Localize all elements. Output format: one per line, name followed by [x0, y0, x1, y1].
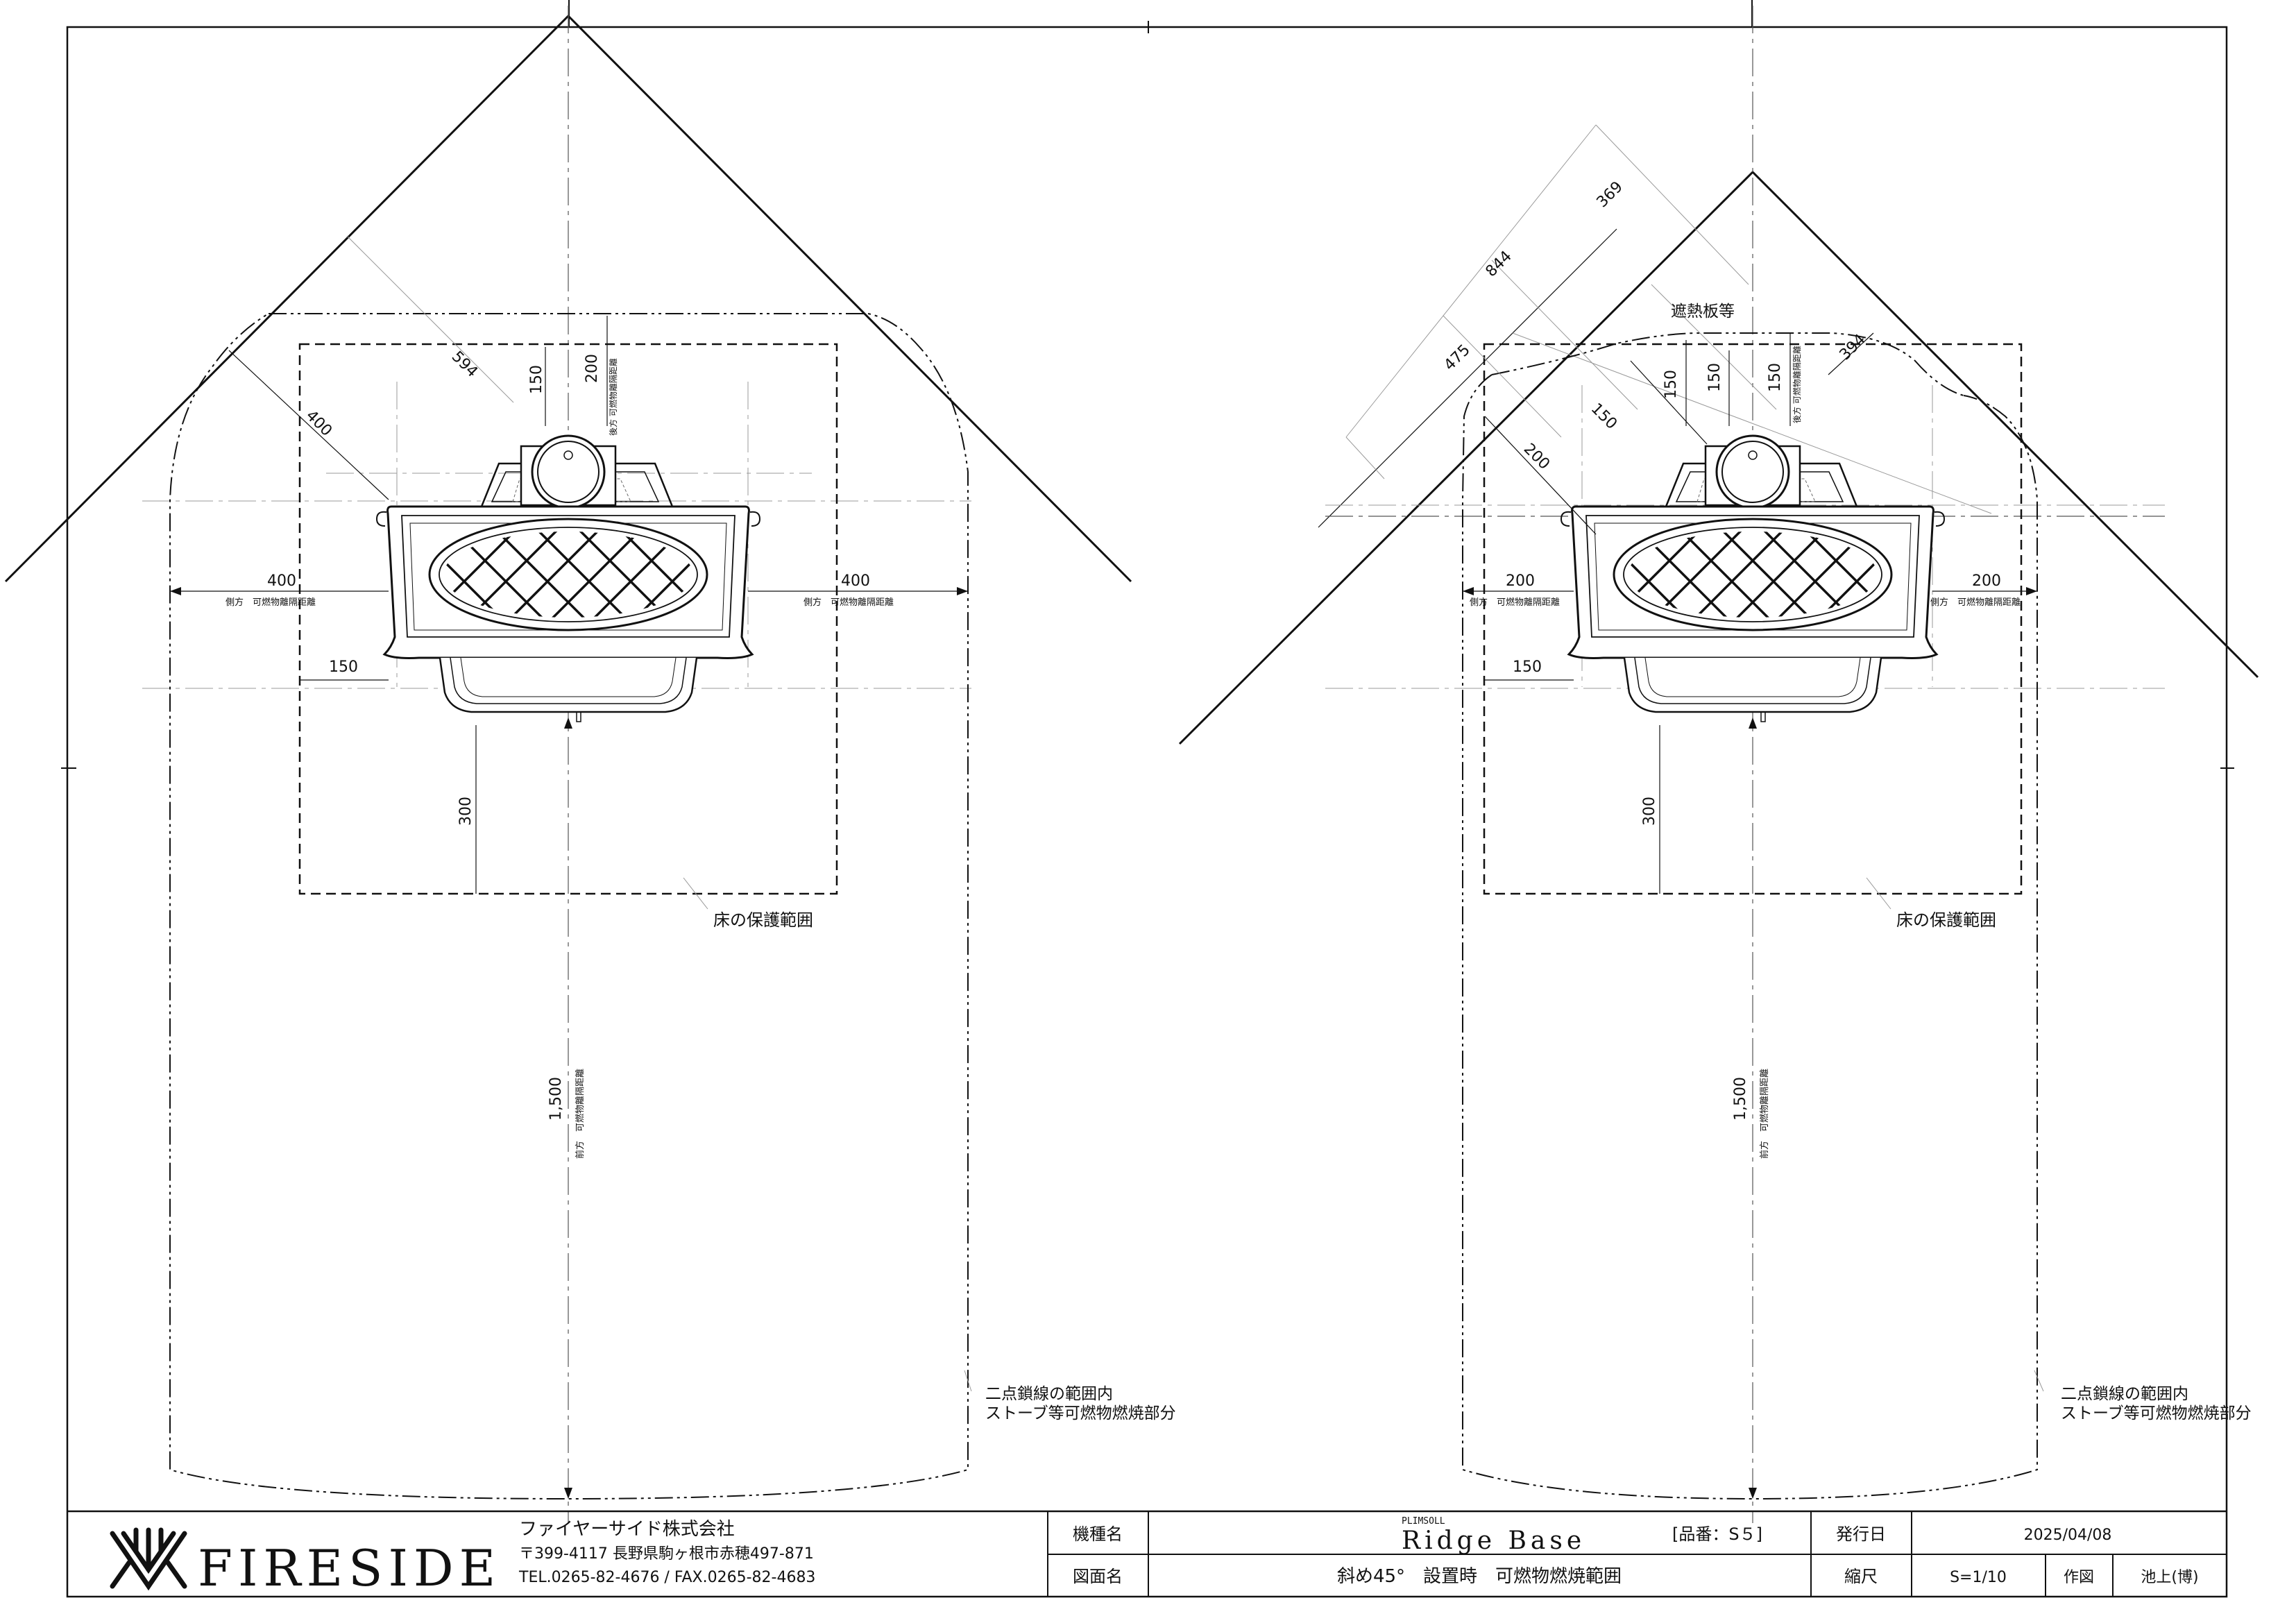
model-brand: PLIMSOLL [1402, 1516, 1445, 1527]
issue-date: 2025/04/08 [2024, 1527, 2112, 1544]
left-view: 594 400 150 200 後方 可燃物離隔距離 400 側方 可燃物離隔距… [4, 6, 1176, 1523]
model-name: Ridge Base [1402, 1527, 1585, 1555]
right-front-note: 前方 可燃物離隔距離 [1759, 1069, 1770, 1159]
right-floor-protection-label: 床の保護範囲 [1896, 910, 1996, 930]
scale-label: 縮尺 [1844, 1567, 1878, 1586]
left-dim-200-rear: 200 [584, 354, 601, 383]
scale-value: S=1/10 [1950, 1569, 2007, 1586]
right-side-note-left: 側方 可燃物離隔距離 [1470, 597, 1560, 608]
drawing-name: 斜め45° 設置時 可燃物燃焼範囲 [1337, 1566, 1622, 1587]
right-dim-200-right: 200 [1972, 572, 2001, 590]
brand-name: FIRESIDE [198, 1539, 501, 1597]
right-dim-300: 300 [1641, 797, 1658, 826]
right-dim-475: 475 [1441, 341, 1474, 374]
right-rear-note: 後方 可燃物離隔距離 [1792, 346, 1802, 423]
left-dim-594: 594 [448, 348, 481, 381]
drafter-label: 作図 [2064, 1569, 2094, 1586]
right-dim-150-a: 150 [1663, 370, 1680, 399]
right-view: 844 369 475 394 200 150 150 150 150 後方 可… [1178, 6, 2259, 1523]
left-floor-protection-label: 床の保護範囲 [713, 910, 813, 930]
right-dim-200-diag: 200 [1520, 441, 1553, 473]
left-dim-1500: 1,500 [547, 1077, 565, 1121]
right-dim-150-b: 150 [1706, 363, 1724, 392]
title-block: FIRESIDE ファイヤーサイド株式会社 〒399-4117 長野県駒ヶ根市赤… [67, 1510, 2227, 1597]
model-label: 機種名 [1073, 1524, 1123, 1544]
left-dim-300: 300 [457, 797, 475, 826]
left-rear-note: 後方 可燃物離隔距離 [608, 358, 618, 436]
right-heat-shield-label: 遮熱板等 [1671, 303, 1735, 321]
right-chain-line-label-1: 二点鎖線の範囲内 [2061, 1385, 2188, 1403]
part-number: [品番：S５] [1672, 1524, 1762, 1544]
right-side-note-right: 側方 可燃物離隔距離 [1930, 597, 2021, 608]
left-side-note-left: 側方 可燃物離隔距離 [226, 597, 316, 608]
right-dim-844: 844 [1483, 248, 1515, 280]
left-front-note: 前方 可燃物離隔距離 [575, 1069, 586, 1159]
right-dim-150-diag: 150 [1588, 400, 1620, 433]
right-dim-394: 394 [1837, 331, 1869, 364]
company-contact: TEL.0265-82-4676 / FAX.0265-82-4683 [518, 1569, 815, 1586]
right-dim-369: 369 [1594, 178, 1626, 211]
company-address: 〒399-4117 長野県駒ヶ根市赤穂497-871 [519, 1545, 814, 1563]
right-dim-200-left: 200 [1506, 572, 1535, 590]
left-dim-400-diag: 400 [303, 407, 335, 440]
right-dim-150-c: 150 [1767, 363, 1784, 392]
fireside-logo-icon [110, 1527, 187, 1591]
right-dim-1500: 1,500 [1732, 1077, 1749, 1121]
drawing-label: 図面名 [1073, 1567, 1123, 1586]
right-chain-line-label-2: ストーブ等可燃物燃焼部分 [2061, 1404, 2252, 1422]
issue-date-label: 発行日 [1836, 1524, 1886, 1544]
left-dim-150-side: 150 [329, 658, 358, 676]
company-name: ファイヤーサイド株式会社 [519, 1519, 735, 1540]
drafter-name: 池上(博) [2141, 1569, 2198, 1586]
left-chain-line-label-2: ストーブ等可燃物燃焼部分 [985, 1404, 1176, 1422]
right-dim-150-side: 150 [1513, 658, 1542, 676]
left-side-note-right: 側方 可燃物離隔距離 [803, 597, 894, 608]
left-dim-400-right: 400 [841, 572, 870, 590]
left-dim-150-rear: 150 [528, 365, 545, 394]
left-chain-line-label-1: 二点鎖線の範囲内 [985, 1385, 1113, 1403]
left-dim-400-left: 400 [267, 572, 296, 590]
